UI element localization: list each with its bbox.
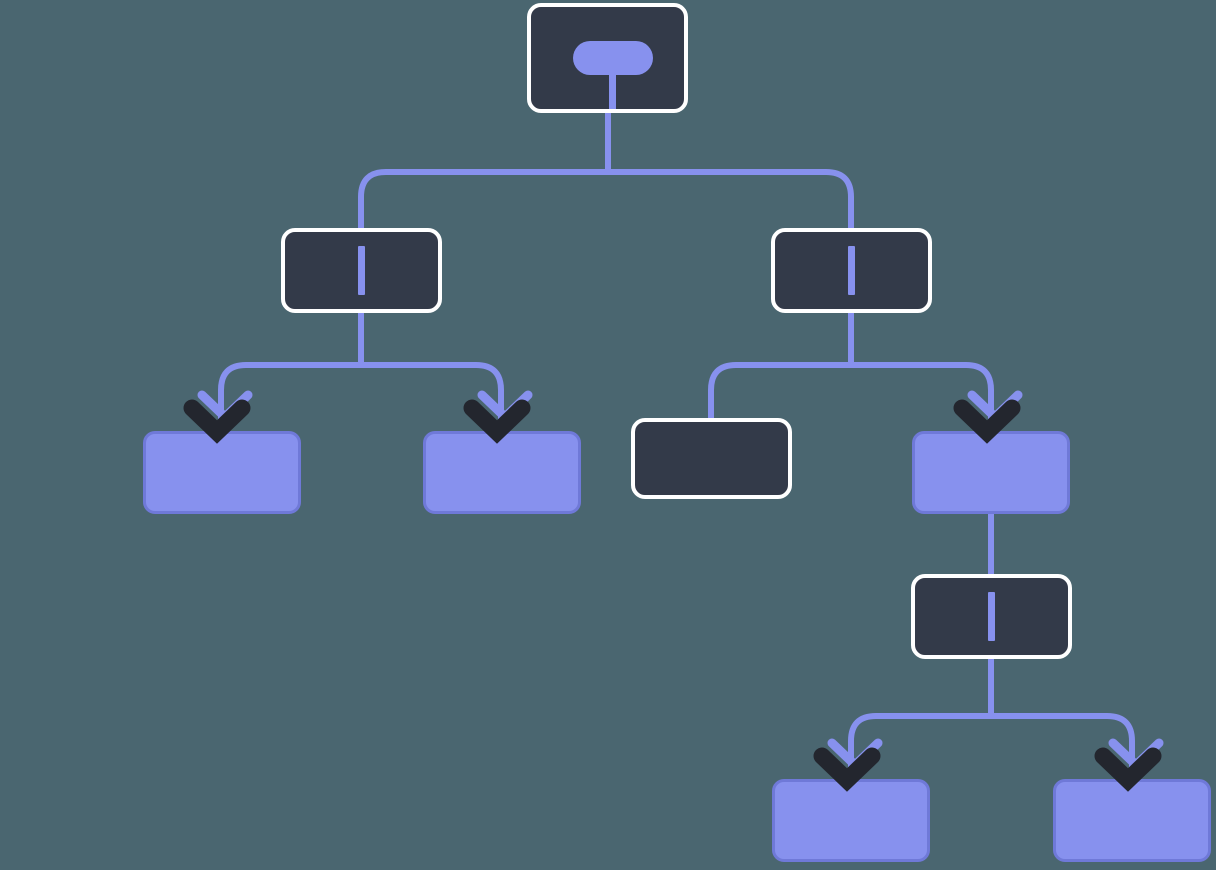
node-leaf-5[interactable] <box>1053 779 1211 862</box>
root-stem-icon <box>609 73 616 109</box>
node-branch-deep[interactable] <box>911 574 1072 659</box>
node-root[interactable] <box>527 3 688 113</box>
node-branch-right[interactable] <box>771 228 932 313</box>
node-leaf-3[interactable] <box>912 431 1070 514</box>
node-leaf-2[interactable] <box>423 431 581 514</box>
node-inner-bar <box>358 246 365 295</box>
node-inner-bar <box>988 592 995 641</box>
node-inner-bar <box>848 246 855 295</box>
root-pill-icon <box>572 41 653 75</box>
node-leaf-1[interactable] <box>143 431 301 514</box>
node-dark-terminal[interactable] <box>631 418 792 499</box>
node-branch-left[interactable] <box>281 228 442 313</box>
node-leaf-4[interactable] <box>772 779 930 862</box>
